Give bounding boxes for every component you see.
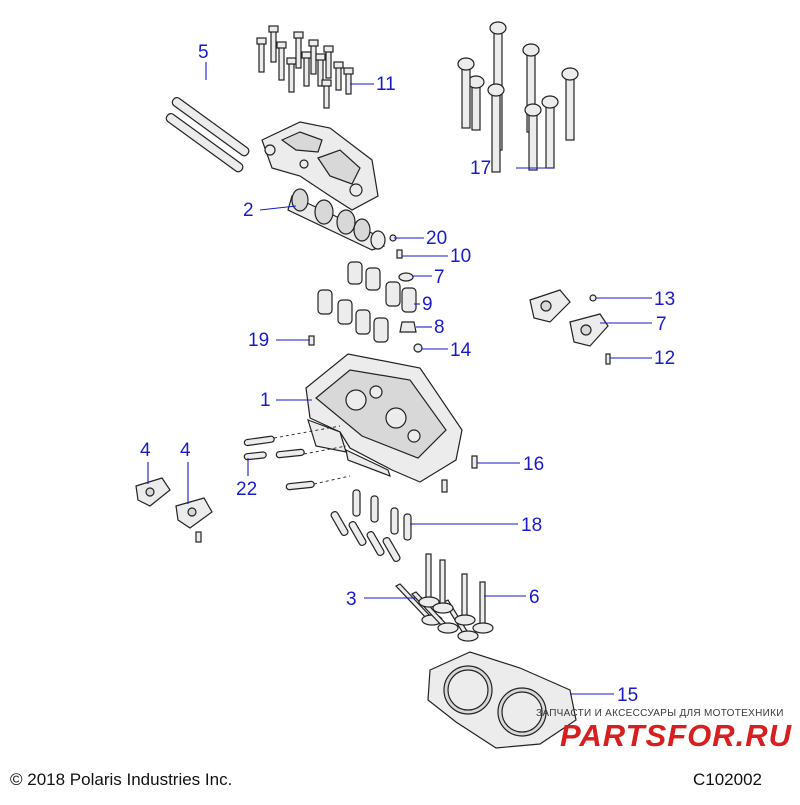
- valve-springs: [317, 261, 417, 343]
- callout-7: 7: [656, 314, 667, 335]
- callout-22: 22: [236, 479, 258, 500]
- cam-carrier: [261, 121, 379, 211]
- rocker-arms-right: [529, 289, 611, 365]
- callout-15: 14: [450, 340, 472, 361]
- callout-19: 18: [521, 515, 543, 536]
- callout-1: 1: [260, 390, 271, 411]
- callout-13: 12: [654, 348, 676, 369]
- callout-3: 3: [346, 589, 357, 610]
- callout-9: 8: [434, 317, 445, 338]
- diagram-code: C102002: [693, 770, 763, 789]
- copyright-text: © 2018 Polaris Industries Inc.: [10, 770, 233, 789]
- watermark-caption: ЗАПЧАСТИ И АКСЕССУАРЫ ДЛЯ МОТОТЕХНИКИ: [536, 708, 784, 719]
- callout-8: 7: [434, 267, 445, 288]
- callout-11: 10: [450, 246, 472, 267]
- callout-2: 2: [243, 200, 254, 221]
- callout-14: 13: [654, 289, 676, 310]
- callout-6-visible: 6: [529, 587, 540, 608]
- bolts-12: [256, 25, 354, 109]
- dowel-pins-22: [243, 425, 351, 491]
- camshaft: [287, 188, 386, 251]
- callout-21: 20: [426, 228, 448, 249]
- valves: [395, 553, 494, 642]
- watermark-logo: PARTSFOR.RU: [560, 718, 793, 753]
- cylinder-head: [305, 353, 478, 493]
- callout-20: 19: [248, 330, 270, 351]
- rocker-arms-left: [135, 477, 213, 543]
- callout-4a: 4: [140, 440, 151, 461]
- head-bolts-18: [457, 21, 579, 173]
- callout-10: 9: [422, 294, 433, 315]
- rocker-shafts: [165, 96, 250, 173]
- callout-12: 11: [376, 74, 396, 95]
- valve-guides: [330, 489, 412, 563]
- callout-17: 16: [523, 454, 545, 475]
- callout-5: 5: [198, 42, 209, 63]
- leader-lines: [147, 62, 652, 695]
- callout-18: 17: [470, 158, 492, 179]
- head-gasket: [427, 651, 577, 749]
- callout-4b: 4: [180, 440, 191, 461]
- callout-16: 15: [617, 685, 639, 706]
